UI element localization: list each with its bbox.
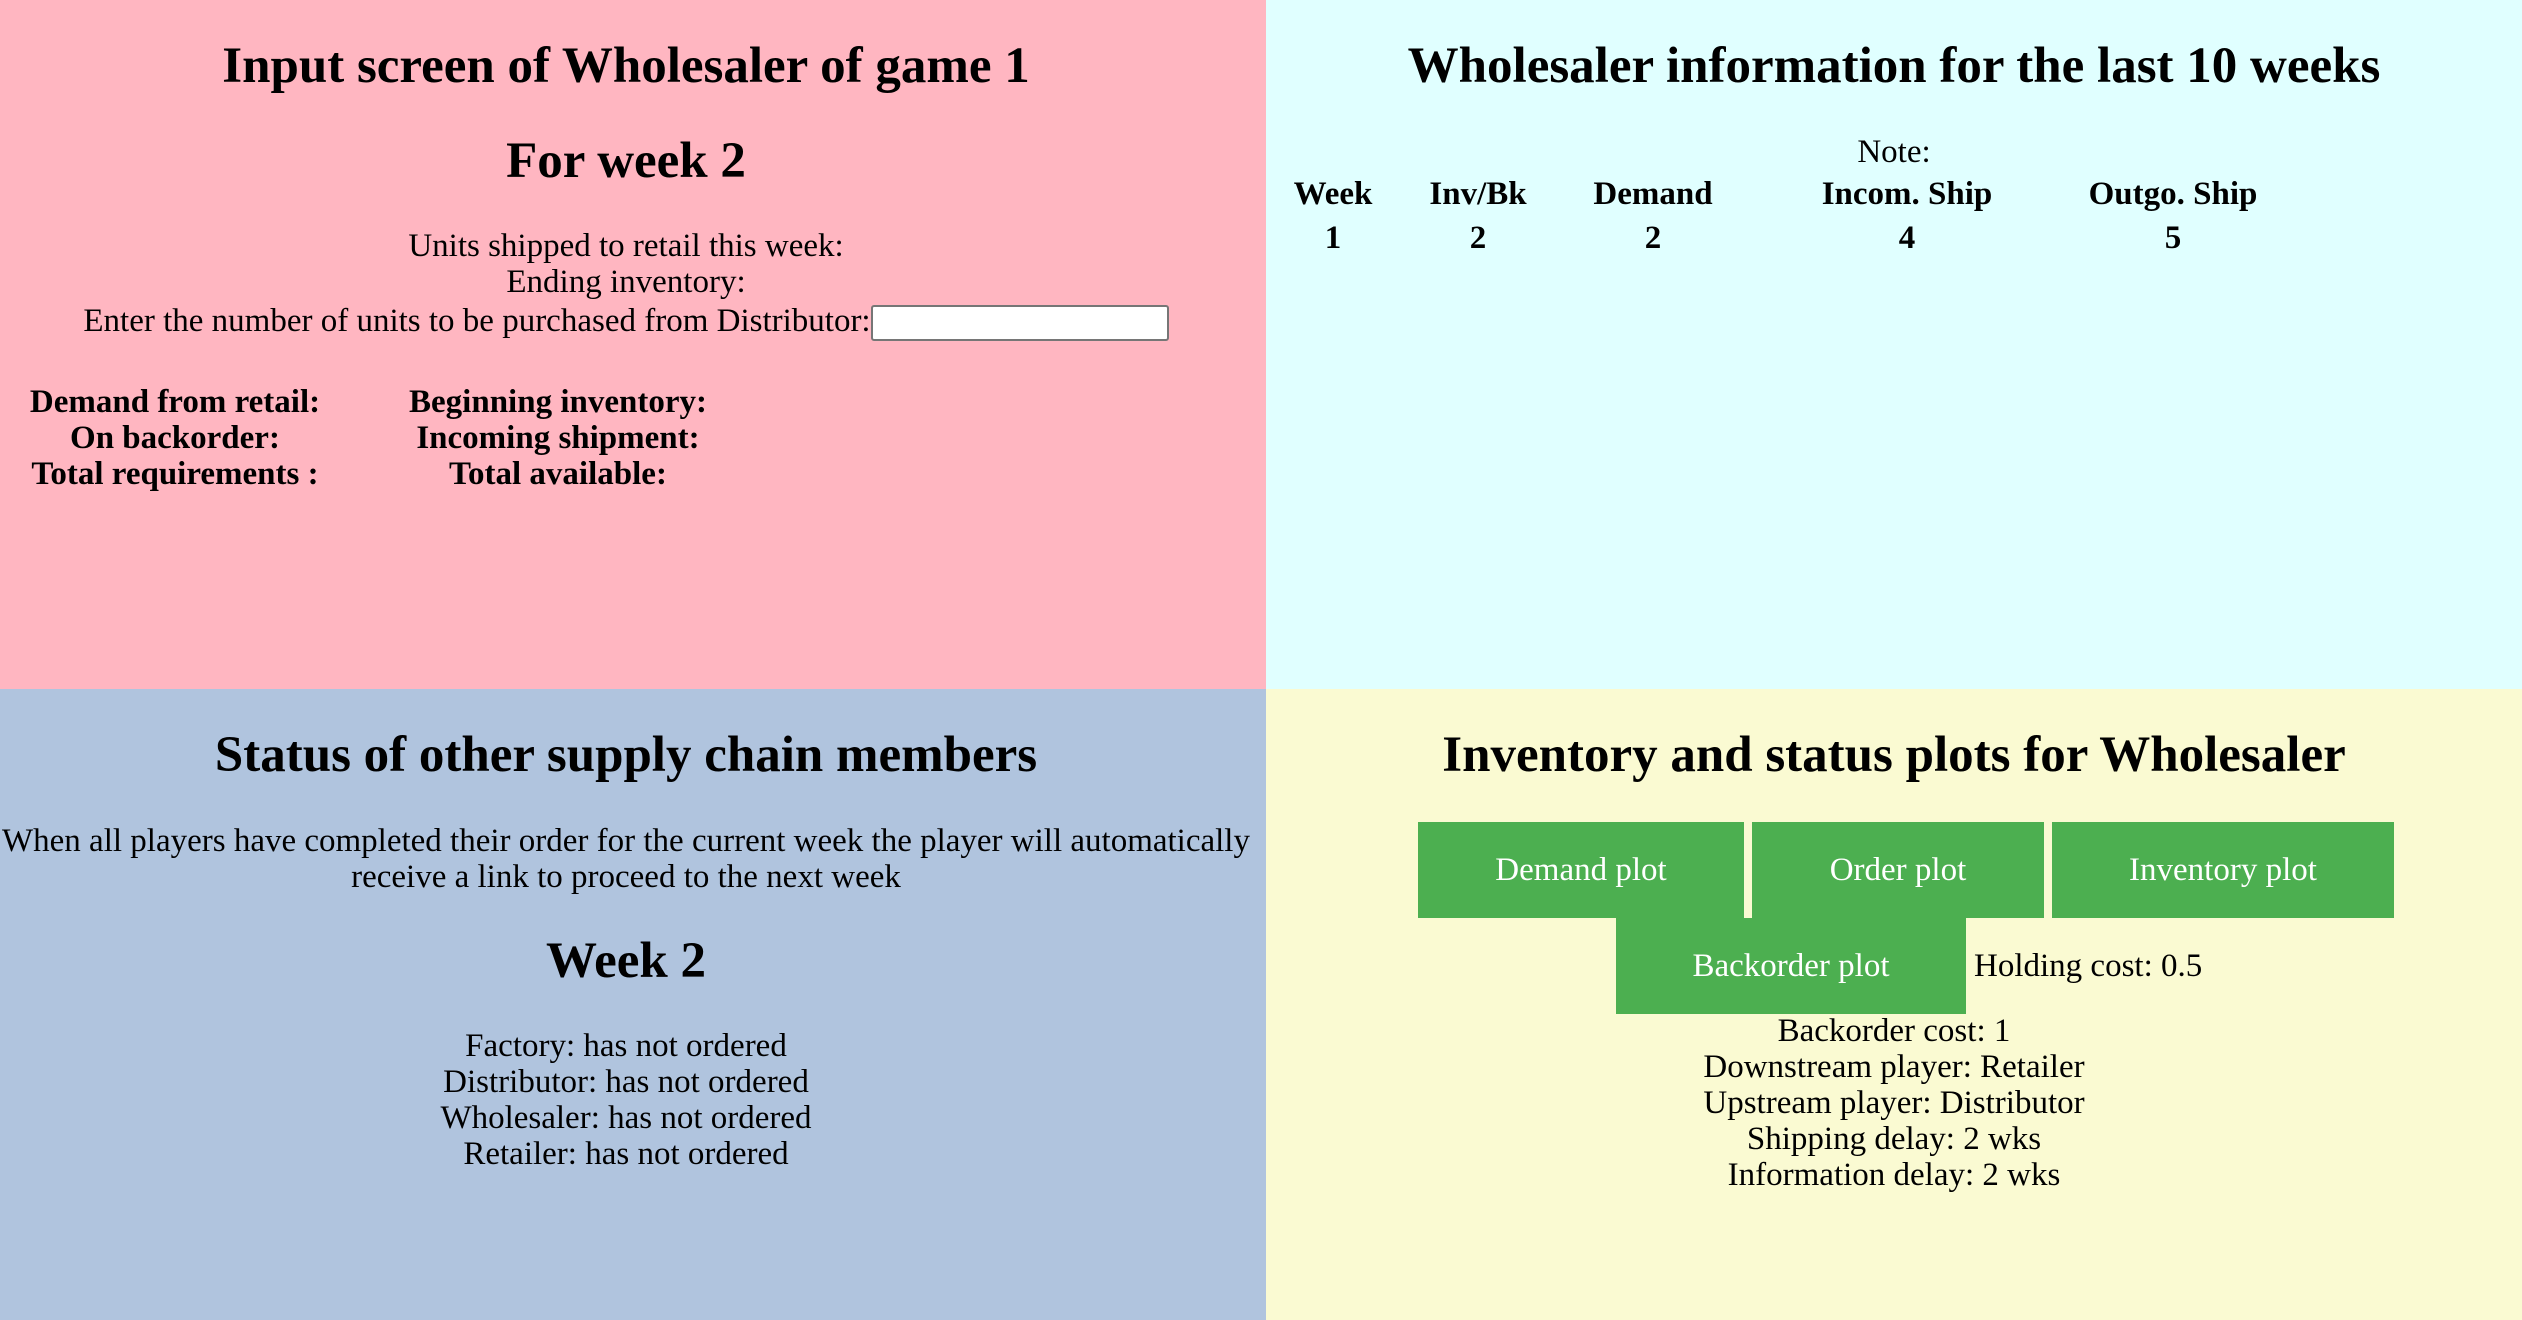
table-cell-week: 1 (1324, 220, 1342, 256)
ending-inventory-label: Ending inventory: (506, 264, 746, 300)
input-panel-title: Input screen of Wholesaler of game 1 (222, 38, 1030, 94)
information-delay: Information delay: 2 wks (1727, 1157, 2061, 1193)
table-header-incoming-ship: Incom. Ship (1821, 176, 1993, 212)
member-status-list: Factory: has not ordered Distributor: ha… (0, 1028, 1252, 1172)
order-quantity-input[interactable] (870, 305, 1169, 342)
factory-status: Factory: has not ordered (465, 1028, 787, 1064)
total-requirements-label: Total requirements : (31, 456, 319, 492)
total-available-label: Total available: (449, 456, 667, 492)
upstream-player: Upstream player: Distributor (1703, 1085, 2085, 1121)
table-header-demand: Demand (1593, 176, 1713, 212)
plots-panel: Inventory and status plots for Wholesale… (1266, 689, 2522, 1320)
plots-panel-title: Inventory and status plots for Wholesale… (1442, 727, 2346, 783)
demand-plot-button[interactable]: Demand plot (1418, 822, 1744, 918)
info-panel: Wholesaler information for the last 10 w… (1266, 0, 2522, 689)
requirements-column: Demand from retail: On backorder: Total … (22, 384, 328, 492)
inventory-plot-button[interactable]: Inventory plot (2052, 822, 2394, 918)
wholesaler-status: Wholesaler: has not ordered (440, 1100, 812, 1136)
input-panel: Input screen of Wholesaler of game 1 For… (0, 0, 1266, 689)
demand-label: Demand from retail: (29, 384, 321, 420)
game-parameters: Backorder cost: 1 Downstream player: Ret… (1266, 1013, 2522, 1193)
beginning-inventory-label: Beginning inventory: (409, 384, 707, 420)
downstream-player: Downstream player: Retailer (1703, 1049, 2085, 1085)
order-prompt: Enter the number of units to be purchase… (83, 303, 871, 339)
incoming-shipment-label: Incoming shipment: (416, 420, 700, 456)
table-cell-inv-bk: 2 (1469, 220, 1487, 256)
status-message-line-1: When all players have completed their or… (2, 823, 1250, 859)
status-panel: Status of other supply chain members Whe… (0, 689, 1266, 1320)
week-heading: For week 2 (506, 133, 746, 189)
table-cell-demand: 2 (1644, 220, 1662, 256)
shipment-summary: Units shipped to retail this week: Endin… (0, 228, 1252, 300)
table-header-outgoing-ship: Outgo. Ship (2088, 176, 2258, 212)
units-shipped-label: Units shipped to retail this week: (408, 228, 844, 264)
table-cell-incoming-ship: 4 (1898, 220, 1916, 256)
shipping-delay: Shipping delay: 2 wks (1746, 1121, 2042, 1157)
status-week-heading: Week 2 (545, 933, 707, 989)
backorder-label: On backorder: (70, 420, 280, 456)
table-header-inv-bk: Inv/Bk (1429, 176, 1527, 212)
holding-cost: Holding cost: 0.5 (1974, 948, 2203, 984)
status-message-line-2: receive a link to proceed to the next we… (351, 859, 901, 895)
order-plot-button[interactable]: Order plot (1752, 822, 2044, 918)
retailer-status: Retailer: has not ordered (463, 1136, 789, 1172)
order-row: Enter the number of units to be purchase… (0, 300, 1252, 342)
status-panel-title: Status of other supply chain members (214, 727, 1038, 783)
backorder-cost: Backorder cost: 1 (1777, 1013, 2011, 1049)
info-panel-title: Wholesaler information for the last 10 w… (1407, 38, 2381, 94)
table-cell-outgoing-ship: 5 (2164, 220, 2182, 256)
availability-column: Beginning inventory: Incoming shipment: … (360, 384, 756, 492)
distributor-status: Distributor: has not ordered (443, 1064, 809, 1100)
note-label: Note: (1857, 134, 1931, 170)
status-message: When all players have completed their or… (0, 823, 1252, 895)
backorder-plot-button[interactable]: Backorder plot (1616, 918, 1966, 1014)
table-header-week: Week (1293, 176, 1373, 212)
